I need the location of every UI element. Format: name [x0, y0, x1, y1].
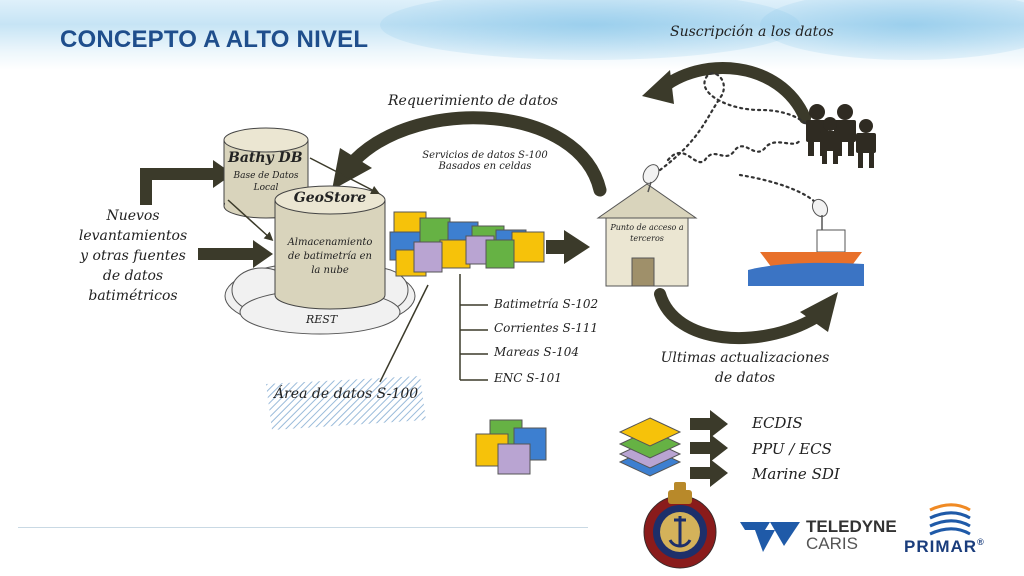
new-surveys-line2: levantamientos [78, 228, 188, 244]
layer-stack-icon [618, 417, 682, 477]
page-title: CONCEPTO A ALTO NIVEL [60, 26, 369, 53]
services-label-line1: Servicios de datos S-100 [422, 150, 548, 161]
geostore-sub-line2: de batimetría en [288, 251, 372, 262]
subscription-arrow-head [642, 70, 674, 104]
access-point-house [596, 183, 698, 287]
banner-glow [380, 0, 800, 60]
services-label-line2: Basados en celdas [438, 161, 532, 172]
product-item-2: Corrientes S-111 [494, 321, 599, 335]
product-item-3: Mareas S-104 [494, 345, 580, 359]
data-request-arrow-head [332, 148, 372, 190]
hydrographic-crest-logo [643, 482, 717, 569]
data-area-label: Área de datos S-100 [274, 386, 419, 402]
latest-updates-line2: de datos [714, 370, 776, 386]
bathy-db-sub-line1: Base de Datos [233, 171, 299, 181]
new-surveys-label: Nuevos levantamientos y otras fuentes de… [68, 206, 198, 306]
teledyne-logo-mark [740, 522, 800, 552]
dotted-signal-path [658, 72, 820, 207]
ship-icon [748, 198, 864, 286]
cells-to-house-arrow-head [564, 230, 590, 264]
primar-logo-text: PRIMAR® [904, 537, 985, 557]
small-cell-group [475, 419, 547, 475]
data-request-arrow [348, 111, 607, 197]
new-surveys-arrow-upper [140, 168, 215, 205]
footer-divider [18, 527, 588, 528]
connector-area-to-cells [379, 284, 429, 383]
product-bracket [459, 274, 488, 381]
new-surveys-line3: y otras fuentes [80, 248, 186, 264]
teledyne-logo-text: TELEDYNE CARIS [806, 518, 897, 552]
latest-updates-arrow-head [800, 292, 838, 332]
output-arrows [690, 410, 728, 487]
connector-bathy-to-geostore [227, 199, 274, 242]
new-surveys-arrow-lower-head [253, 240, 273, 268]
latest-updates-label: Ultimas actualizaciones de datos [650, 348, 840, 388]
subscription-arrow [654, 62, 811, 124]
primar-registered-mark: ® [977, 537, 985, 547]
caris-word: CARIS [806, 534, 858, 553]
primar-word: PRIMAR [904, 537, 978, 556]
new-surveys-arrow-upper-head [213, 160, 233, 188]
people-group-icon [806, 104, 876, 168]
output-ppu-ecs: PPU / ECS [752, 440, 832, 458]
new-surveys-line1: Nuevos [106, 208, 160, 224]
access-point-line2: terceros [630, 234, 664, 243]
new-surveys-line5: batimétricos [88, 288, 178, 304]
geostore-title: GeoStore [293, 190, 367, 206]
bathy-db-subtitle: Base de Datos Local [224, 170, 308, 194]
data-area-hatched-band [266, 376, 426, 430]
output-ecdis: ECDIS [752, 414, 803, 432]
header-banner [0, 0, 1024, 70]
connector-bathy-to-cells [309, 157, 381, 195]
s100-cell-cluster [389, 211, 545, 277]
data-request-label: Requerimiento de datos [388, 93, 559, 109]
product-item-1: Batimetría S-102 [494, 297, 599, 311]
latest-updates-line1: Ultimas actualizaciones [660, 350, 830, 366]
bathy-db-sub-line2: Local [253, 183, 279, 193]
geostore-subtitle: Almacenamiento de batimetría en la nube [278, 236, 382, 278]
house-dish-icon [642, 164, 660, 193]
product-item-4: ENC S-101 [494, 371, 562, 385]
access-point-label: Punto de acceso a terceros [602, 222, 692, 244]
rest-label: REST [306, 313, 338, 326]
primar-wave-icon [929, 503, 971, 536]
geostore-sub-line1: Almacenamiento [287, 237, 373, 248]
new-surveys-line4: de datos [102, 268, 164, 284]
geostore-cylinder [274, 185, 386, 310]
bathy-db-title: Bathy DB [228, 150, 303, 166]
teledyne-word: TELEDYNE [806, 517, 897, 536]
subscription-label: Suscripción a los datos [670, 24, 834, 40]
latest-updates-arrow [654, 288, 821, 345]
geostore-sub-line3: la nube [311, 265, 349, 276]
access-point-line1: Punto de acceso a [610, 223, 684, 232]
services-label: Servicios de datos S-100 Basados en celd… [400, 150, 570, 172]
output-marine-sdi: Marine SDI [752, 465, 840, 483]
